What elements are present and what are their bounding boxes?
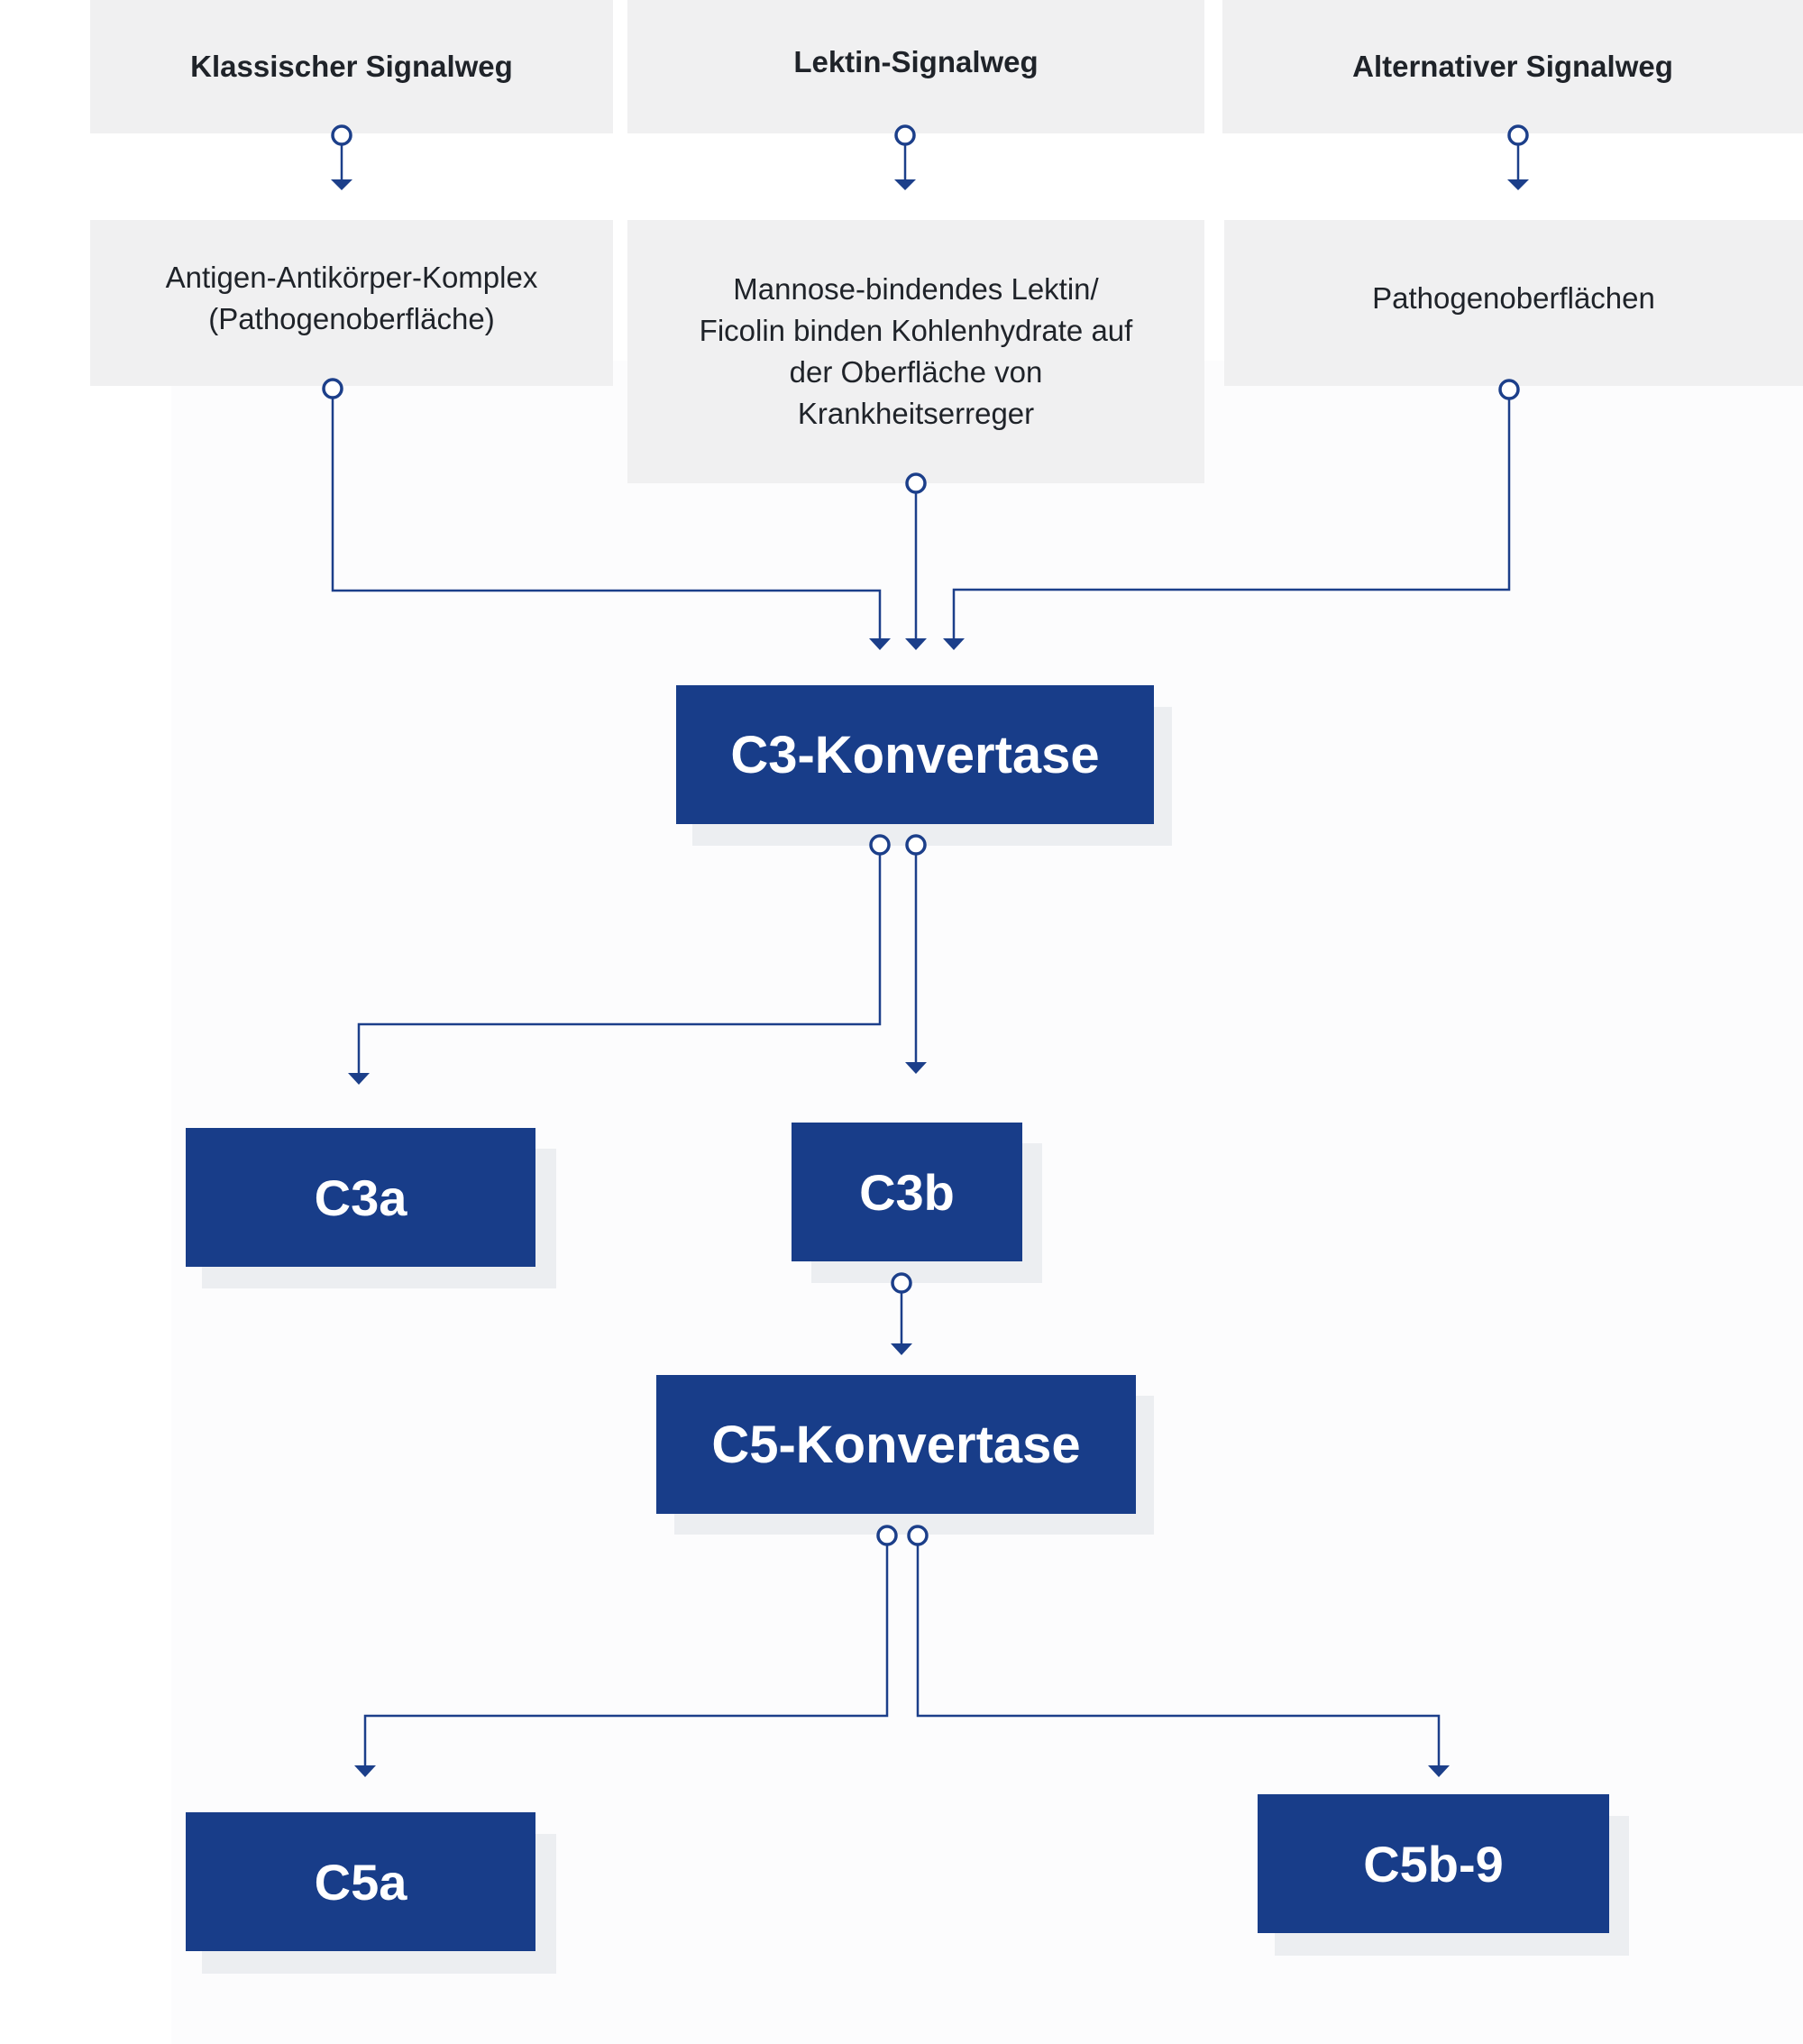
arrowhead-classical-to-c3	[869, 638, 891, 650]
arrowhead-lectin-title	[894, 179, 916, 190]
connector-classical-to-c3-convertase	[331, 399, 882, 638]
ring-c3-convertase-right	[905, 834, 927, 856]
c3b-node: C3b	[792, 1123, 1022, 1261]
arrowhead-lectin-to-c3	[905, 638, 927, 650]
ring-classical-title	[331, 124, 352, 146]
pathway-trigger-classical: Antigen-Antikörper-Komplex (Pathogenober…	[90, 220, 613, 386]
connector-alternative-to-c3-convertase	[952, 399, 1511, 638]
connector-c5-convertase-to-c5b9	[916, 1545, 1441, 1765]
arrowhead-to-c3b	[905, 1062, 927, 1074]
ring-alternative-title	[1507, 124, 1529, 146]
ring-lectin-trigger	[905, 472, 927, 494]
ring-c3-convertase-left	[869, 834, 891, 856]
pathway-trigger-lectin: Mannose-bindendes Lektin/ Ficolin binden…	[627, 220, 1204, 483]
c5-convertase-node: C5-Konvertase	[656, 1375, 1136, 1514]
arrowhead-alternative-title	[1507, 179, 1529, 190]
pathway-title-lectin: Lektin-Signalweg	[627, 0, 1204, 133]
ring-c3b	[891, 1272, 912, 1294]
connector-c3-convertase-to-c3a	[357, 855, 882, 1073]
pathway-trigger-alternative: Pathogenoberflächen	[1224, 220, 1803, 386]
c3-convertase-node: C3-Konvertase	[676, 685, 1154, 824]
ring-classical-trigger	[322, 378, 343, 399]
ring-c5-convertase-left	[876, 1525, 898, 1546]
arrowhead-alternative-to-c3	[943, 638, 965, 650]
c5a-node: C5a	[186, 1812, 535, 1951]
arrowhead-to-c5a	[354, 1765, 376, 1777]
arrowhead-to-c5-convertase	[891, 1343, 912, 1355]
connector-c5-convertase-to-c5a	[363, 1545, 889, 1765]
pathway-title-alternative: Alternativer Signalweg	[1222, 0, 1803, 133]
arrowhead-classical-title	[331, 179, 352, 190]
ring-c5-convertase-right	[907, 1525, 929, 1546]
ring-alternative-trigger	[1498, 379, 1520, 400]
ring-lectin-title	[894, 124, 916, 146]
pathway-title-classical: Klassischer Signalweg	[90, 0, 613, 133]
arrowhead-to-c5b9	[1428, 1765, 1450, 1777]
c3a-node: C3a	[186, 1128, 535, 1267]
c5b9-node: C5b-9	[1258, 1794, 1609, 1933]
arrowhead-to-c3a	[348, 1073, 370, 1085]
